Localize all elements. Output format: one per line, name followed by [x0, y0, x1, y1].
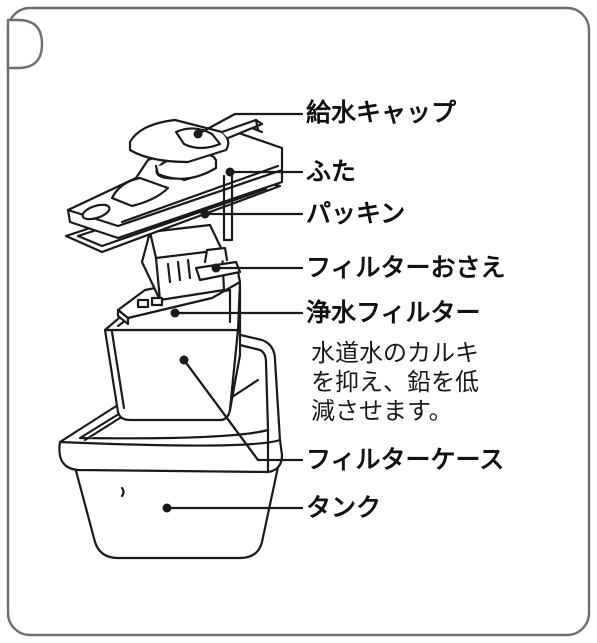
leader-dots: [162, 129, 235, 513]
leader-lines: [165, 112, 304, 510]
label-filter: 浄水フィルター: [306, 298, 481, 327]
leader-filter-case: [182, 358, 304, 462]
rod-shape: [222, 168, 234, 242]
label-filter-case: フィルターケース: [306, 445, 505, 474]
label-tank: タンク: [306, 493, 382, 522]
label-lid: ふた: [306, 157, 357, 186]
label-packing: パッキン: [306, 199, 406, 228]
leader-cap: [196, 112, 304, 136]
filter-note-line-2: を抑え、鉛を低: [311, 368, 479, 396]
filter-note-line-1: 水道水のカルキ: [311, 339, 479, 367]
filter-note: 水道水のカルキ を抑え、鉛を低 減させます。: [311, 339, 479, 426]
filter-shape: [116, 223, 242, 326]
label-filter-holder: フィルターおさえ: [306, 253, 506, 282]
corner-tab: [6, 18, 44, 70]
filter-note-line-3: 減させます。: [311, 397, 453, 425]
label-cap: 給水キャップ: [306, 98, 457, 127]
